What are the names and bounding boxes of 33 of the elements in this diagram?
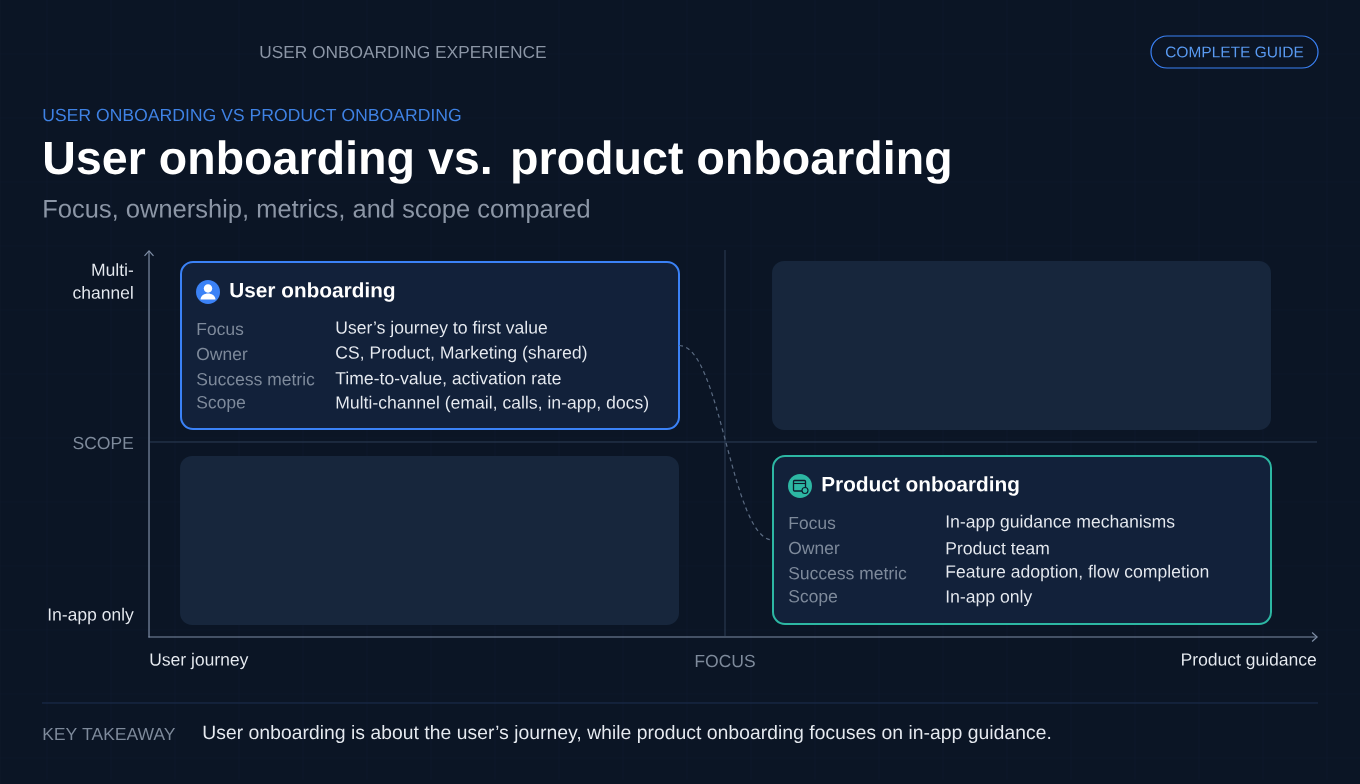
field-value: CS, Product, Marketing (shared) [336, 345, 587, 363]
field-value: User’s journey to first value [336, 320, 547, 338]
field-value: Product team [946, 541, 1049, 555]
axis-label: Product guidance [1182, 652, 1316, 670]
field-label: Success metric [197, 372, 315, 386]
axis-title: FOCUS [695, 654, 755, 668]
subtitle: Focus, ownership, metrics, and scope compared [44, 199, 589, 223]
takeaway-text: User onboarding is about the user’s journey, while product onboarding focuses on in-app guidance. [203, 724, 1051, 744]
takeaway-label: KEY TAKEAWAY [43, 727, 176, 740]
header-text: USER ONBOARDING EXPERIENCE [260, 45, 546, 59]
card-heading: Product onboarding [822, 476, 1019, 496]
field-value: In-app guidance mechanisms [946, 514, 1175, 532]
axis-label: In-app only [48, 607, 134, 625]
title: User onboarding vs. product onboarding [45, 140, 950, 184]
axis-label: User journey [150, 652, 249, 670]
field-label: Scope [789, 590, 838, 606]
guide-button: COMPLETE GUIDE [1150, 35, 1319, 69]
kicker-text: USER ONBOARDING VS PRODUCT ONBOARDING [43, 108, 461, 122]
field-label: Owner [197, 347, 248, 361]
axis-label: Multi-channel [73, 263, 134, 299]
field-label: Focus [789, 516, 836, 530]
axis-title: SCOPE [73, 436, 134, 450]
field-label: Focus [197, 322, 244, 336]
field-label: Owner [789, 541, 840, 555]
card-heading: User onboarding [230, 282, 395, 302]
field-value: Multi-channel (email, calls, in-app, docs) [336, 395, 649, 413]
empty-panel [180, 456, 679, 625]
field-value: Feature adoption, flow completion [946, 564, 1209, 582]
field-label: Success metric [789, 566, 907, 580]
empty-panel [772, 261, 1271, 430]
field-value: Time-to-value, activation rate [335, 371, 561, 387]
field-value: In-app only [946, 589, 1033, 607]
field-label: Scope [197, 396, 246, 412]
